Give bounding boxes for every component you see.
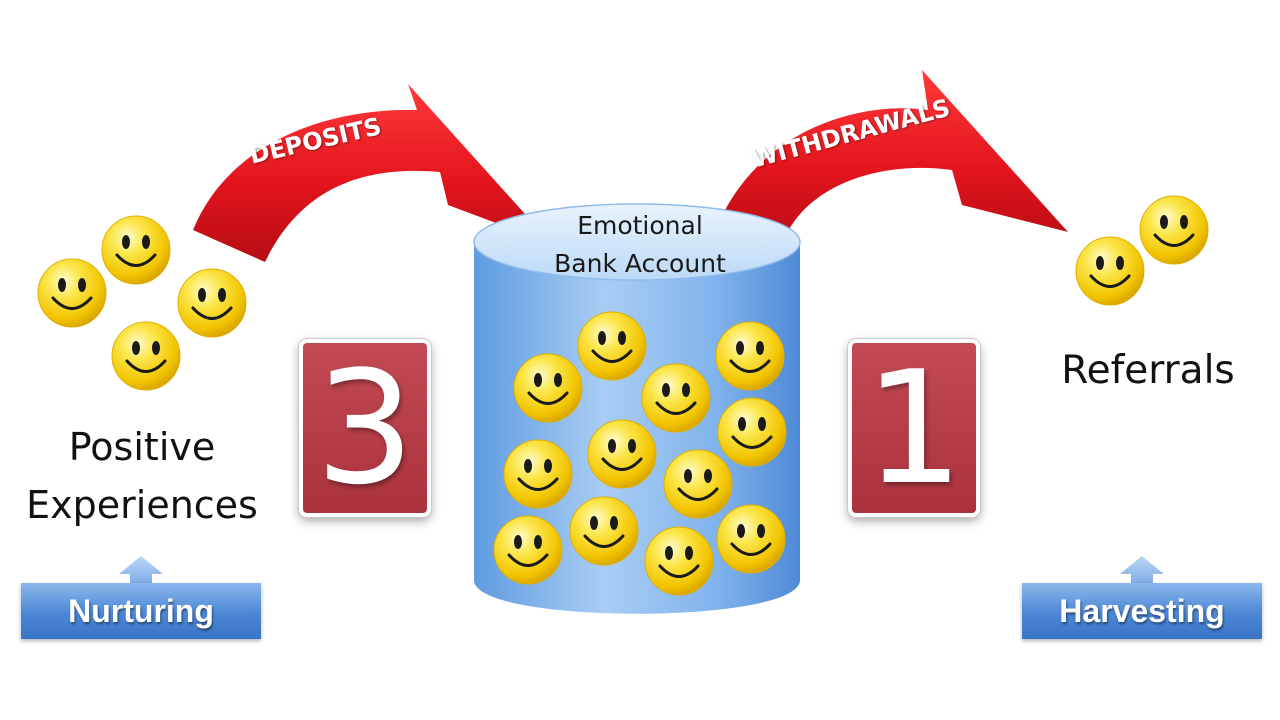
withdrawals-arrow: [712, 70, 1068, 250]
up-arrow-icon: [119, 556, 163, 586]
smiley-icon: [1074, 235, 1146, 307]
smiley-icon: [715, 503, 787, 575]
referrals-label: Referrals: [1061, 348, 1235, 393]
nurturing-button[interactable]: Nurturing: [21, 583, 261, 639]
ratio-number-left: 3: [299, 339, 431, 517]
harvesting-button[interactable]: Harvesting: [1022, 583, 1262, 639]
smiley-icon: [110, 320, 182, 392]
up-arrow-icon: [1120, 556, 1164, 586]
smiley-icon: [716, 396, 788, 468]
smiley-icon: [662, 448, 734, 520]
smiley-icon: [576, 310, 648, 382]
left-smiley-group: [36, 214, 248, 392]
bank-account-label-line1: Emotional: [577, 211, 703, 240]
smiley-icon: [714, 320, 786, 392]
ratio-number-right: 1: [848, 339, 980, 517]
smiley-icon: [176, 267, 248, 339]
smiley-icon: [492, 514, 564, 586]
smiley-icon: [568, 495, 640, 567]
smiley-icon: [1138, 194, 1210, 266]
positive-experiences-label: Positive Experiences: [26, 425, 258, 527]
right-smiley-group: [1074, 194, 1210, 307]
bank-account-label-line2: Bank Account: [554, 249, 726, 278]
bank-account-label: Emotional Bank Account: [520, 207, 760, 283]
smiley-icon: [586, 418, 658, 490]
smiley-icon: [100, 214, 172, 286]
smiley-icon: [643, 525, 715, 597]
deposits-arrow: [193, 84, 552, 262]
smiley-icon: [640, 362, 712, 434]
smiley-icon: [36, 257, 108, 329]
smiley-icon: [512, 352, 584, 424]
smiley-icon: [502, 438, 574, 510]
